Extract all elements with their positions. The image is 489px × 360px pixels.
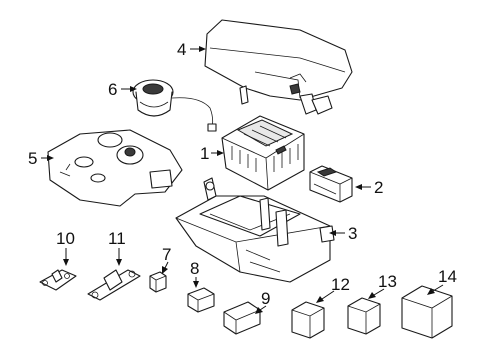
part-3-housing-tray <box>175 177 335 283</box>
callout-7: 7 <box>162 245 171 264</box>
callout-11: 11 <box>108 229 126 248</box>
callout-4: 4 <box>177 40 186 59</box>
part-13-relay <box>347 297 381 335</box>
callout-8: 8 <box>190 259 199 278</box>
part-1-fuse-block <box>221 115 305 191</box>
part-5-lower-cover <box>47 129 183 207</box>
part-14-relay <box>401 285 453 339</box>
part-7-fuse <box>149 271 167 293</box>
callout-14: 14 <box>438 267 457 286</box>
part-8-fuse <box>187 287 215 313</box>
part-6-connector <box>132 79 217 132</box>
callout-9: 9 <box>261 289 270 308</box>
part-11-fuse-strip <box>87 269 141 301</box>
callout-3: 3 <box>348 224 357 243</box>
part-10-fuse-strip <box>39 269 77 291</box>
callout-1: 1 <box>200 144 209 163</box>
callout-12: 12 <box>331 275 350 294</box>
part-4-cover <box>204 19 353 115</box>
part-2-relay-module <box>309 165 353 203</box>
part-9-fuse <box>223 301 261 335</box>
callout-5: 5 <box>28 149 37 168</box>
callout-13: 13 <box>378 272 397 291</box>
part-12-relay <box>291 301 325 339</box>
callout-arrows <box>41 46 444 314</box>
callout-10: 10 <box>56 229 75 248</box>
callout-2: 2 <box>374 178 383 197</box>
callout-6: 6 <box>108 80 117 99</box>
